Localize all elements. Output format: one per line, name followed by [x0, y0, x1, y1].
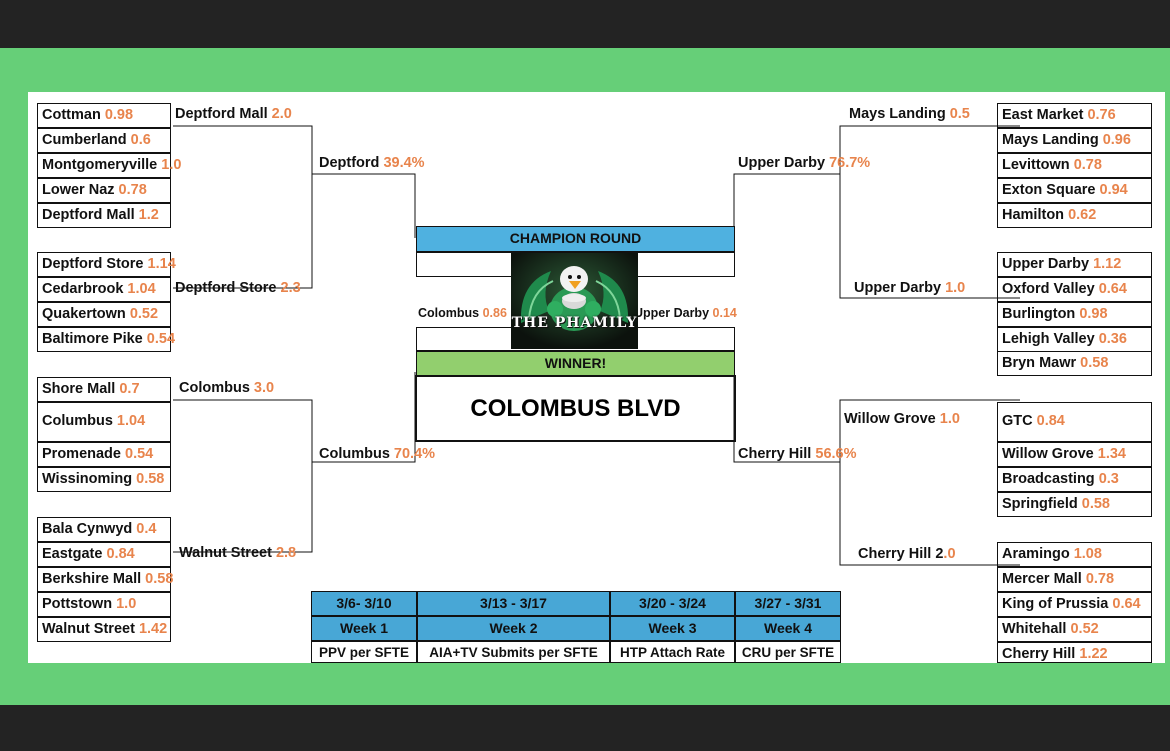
- right-round3-label: Upper Darby 76.7%: [738, 155, 871, 171]
- left-round2-label: Deptford Mall 2.0: [175, 106, 292, 122]
- team-cell: East Market 0.76: [997, 103, 1152, 128]
- team-cell: Wissinoming 0.58: [37, 467, 171, 492]
- team-cell: Baltimore Pike 0.54: [37, 327, 175, 352]
- left-round3-label: Columbus 70.4%: [319, 446, 436, 462]
- team-cell: Promenade 0.54: [37, 442, 171, 467]
- team-cell: Whitehall 0.52: [997, 617, 1152, 642]
- left-round2-label: Deptford Store 2.3: [175, 280, 301, 296]
- team-cell: Springfield 0.58: [997, 492, 1152, 517]
- team-cell: Oxford Valley 0.64: [997, 277, 1152, 302]
- right-round2-label: Cherry Hill 2.0: [858, 546, 956, 562]
- team-cell: Deptford Store 1.14: [37, 252, 176, 277]
- winner-label: WINNER!: [416, 351, 735, 376]
- phamily-logo: THE PHAMILY: [511, 253, 638, 349]
- team-cell: GTC 0.84: [997, 402, 1152, 442]
- team-cell: King of Prussia 0.64: [997, 592, 1152, 617]
- bracket-sheet: Cottman 0.98 Cumberland 0.6 Montgomeryvi…: [28, 92, 1165, 663]
- team-cell: Columbus 1.04: [37, 402, 171, 442]
- team-cell: Cottman 0.98: [37, 103, 171, 128]
- schedule-week: Week 4: [735, 616, 841, 641]
- team-cell: Cedarbrook 1.04: [37, 277, 171, 302]
- team-cell: Eastgate 0.84: [37, 542, 171, 567]
- schedule-week: Week 1: [311, 616, 417, 641]
- team-cell: Hamilton 0.62: [997, 203, 1152, 228]
- team-cell: Lehigh Valley 0.36: [997, 327, 1152, 352]
- schedule-dates: 3/6- 3/10: [311, 591, 417, 616]
- team-cell: Mays Landing 0.96: [997, 128, 1152, 153]
- winner-name: COLOMBUS BLVD: [470, 395, 681, 422]
- team-cell: Exton Square 0.94: [997, 178, 1152, 203]
- winner-box: COLOMBUS BLVD: [415, 375, 736, 442]
- right-round2-label: Upper Darby 1.0: [854, 280, 966, 296]
- logo-wordmark: THE PHAMILY: [511, 315, 638, 331]
- right-finalist: Upper Darby 0.14: [634, 306, 737, 320]
- team-cell: Mercer Mall 0.78: [997, 567, 1152, 592]
- team-cell: Aramingo 1.08: [997, 542, 1152, 567]
- schedule-metric: PPV per SFTE: [311, 641, 417, 663]
- team-cell: Upper Darby 1.12: [997, 252, 1152, 277]
- left-round2-label: Walnut Street 2.8: [179, 545, 297, 561]
- team-cell: Willow Grove 1.34: [997, 442, 1152, 467]
- bottom-dark-band: [0, 705, 1170, 751]
- team-cell: Berkshire Mall 0.58: [37, 567, 173, 592]
- schedule-dates: 3/27 - 3/31: [735, 591, 841, 616]
- team-cell: Deptford Mall 1.2: [37, 203, 171, 228]
- team-cell: Walnut Street 1.42: [37, 617, 171, 642]
- eagle-logo-icon: [511, 253, 638, 349]
- team-cell: Broadcasting 0.3: [997, 467, 1152, 492]
- team-cell: Quakertown 0.52: [37, 302, 171, 327]
- top-dark-band: [0, 0, 1170, 48]
- left-round2-label: Colombus 3.0: [179, 380, 275, 396]
- team-cell: Cumberland 0.6: [37, 128, 171, 153]
- team-cell: Levittown 0.78: [997, 153, 1152, 178]
- bracket-lines: [173, 125, 1020, 566]
- schedule-metric: AIA+TV Submits per SFTE: [417, 641, 610, 663]
- right-round2-label: Mays Landing 0.5: [849, 106, 970, 122]
- schedule-metric: CRU per SFTE: [735, 641, 841, 663]
- left-round3-label: Deptford 39.4%: [319, 155, 425, 171]
- team-cell: Cherry Hill 1.22: [997, 642, 1152, 663]
- team-cell: Pottstown 1.0: [37, 592, 171, 617]
- champion-round-header: CHAMPION ROUND: [416, 226, 735, 252]
- team-cell: Shore Mall 0.7: [37, 377, 171, 402]
- schedule-week: Week 2: [417, 616, 610, 641]
- team-cell: Lower Naz 0.78: [37, 178, 171, 203]
- team-cell: Bryn Mawr 0.58: [997, 351, 1152, 376]
- left-finalist: Colombus 0.86: [418, 306, 507, 320]
- right-round3-label: Cherry Hill 56.6%: [738, 446, 857, 462]
- schedule-week: Week 3: [610, 616, 735, 641]
- right-round2-label: Willow Grove 1.0: [844, 411, 960, 427]
- team-cell: Burlington 0.98: [997, 302, 1152, 327]
- schedule-dates: 3/13 - 3/17: [417, 591, 610, 616]
- team-cell: Bala Cynwyd 0.4: [37, 517, 171, 542]
- team-cell: Montgomeryville 1.0: [37, 153, 181, 178]
- schedule-dates: 3/20 - 3/24: [610, 591, 735, 616]
- schedule-metric: HTP Attach Rate: [610, 641, 735, 663]
